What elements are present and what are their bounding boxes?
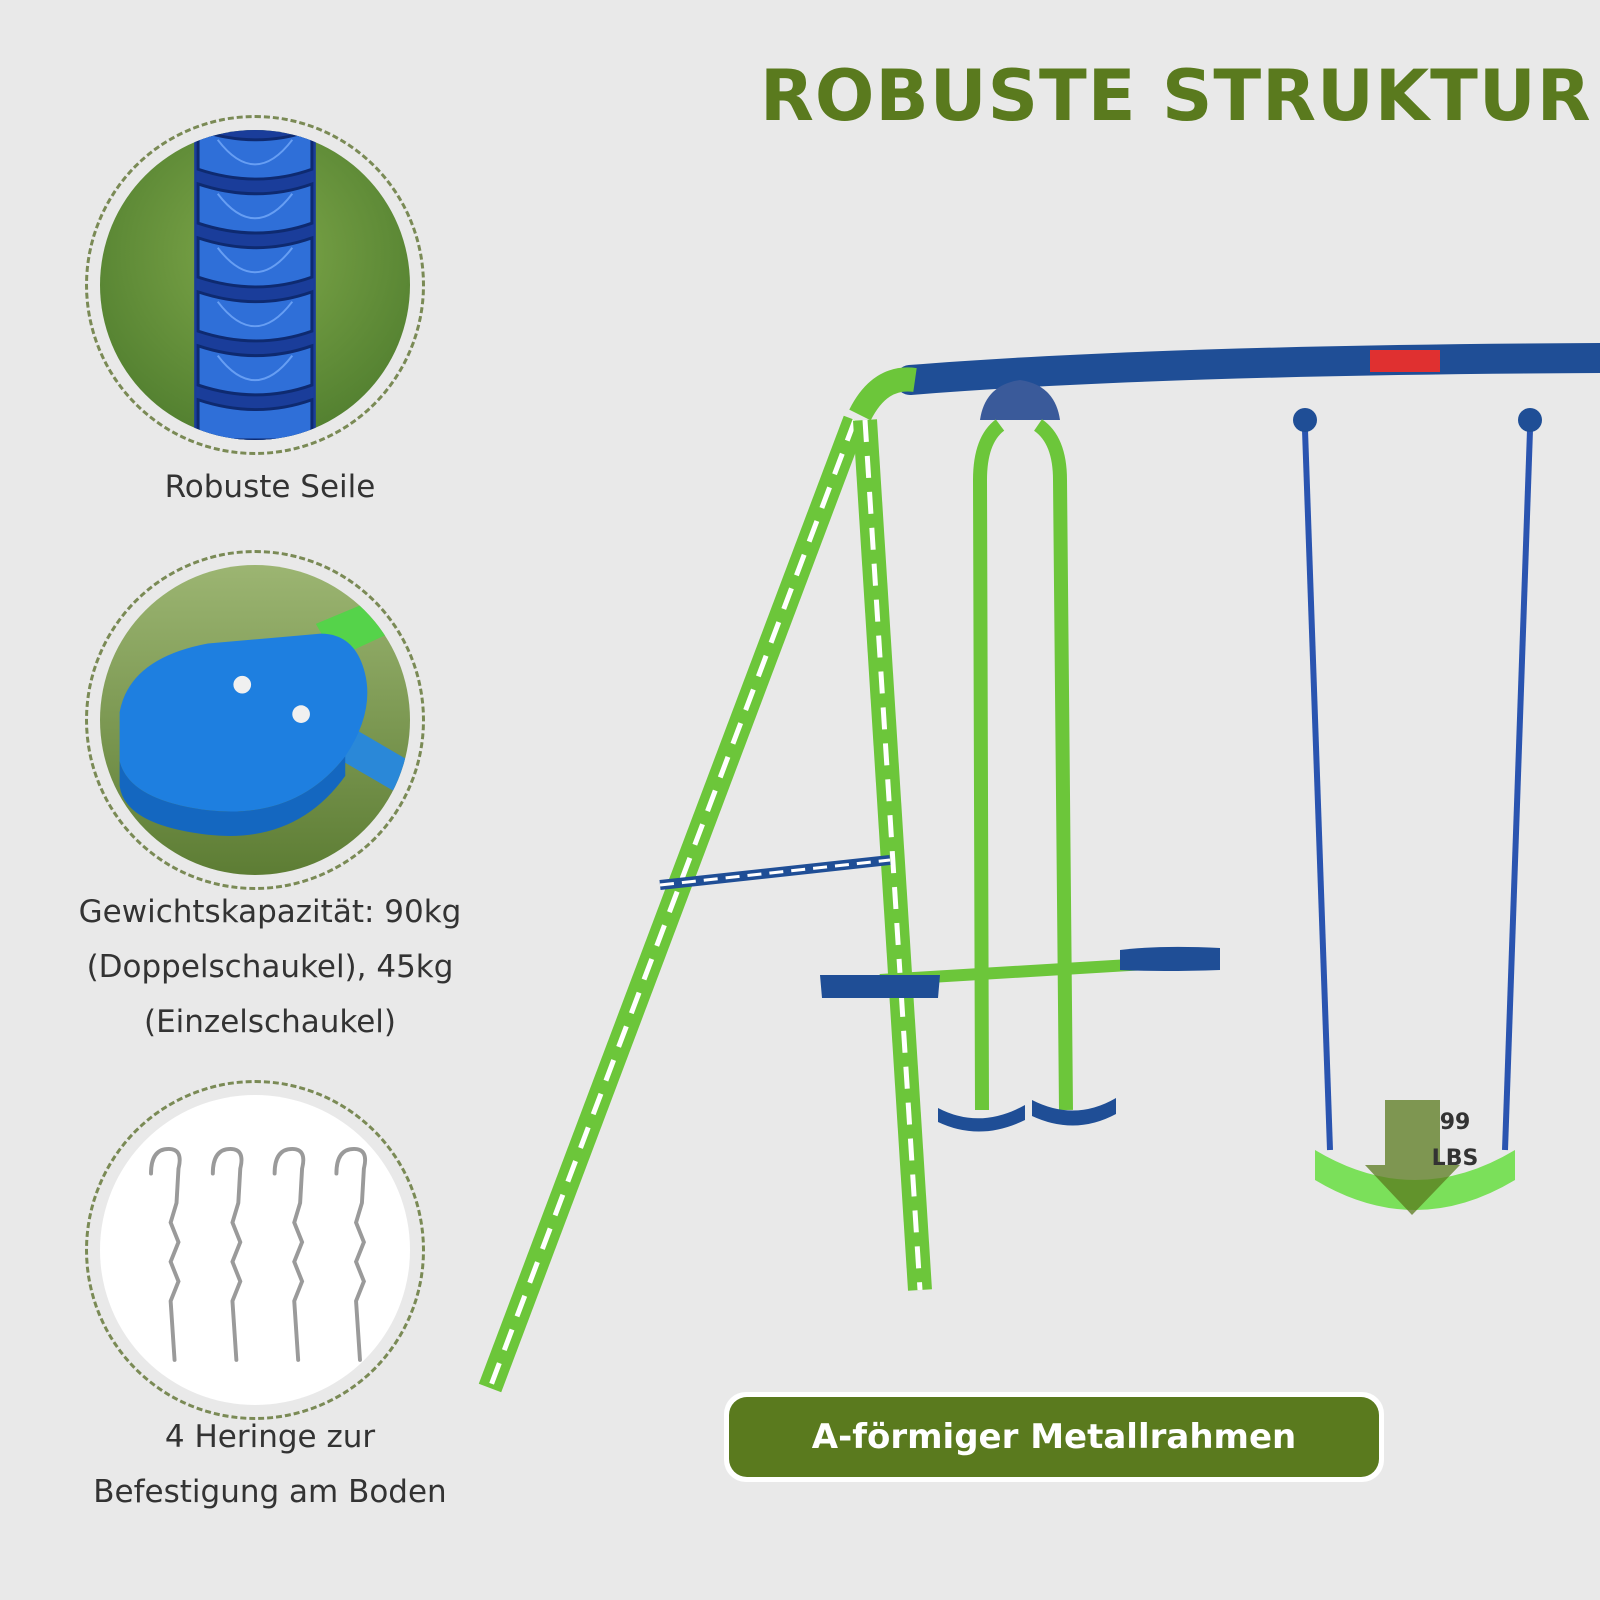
- weight-badge: 99 LBS: [1410, 1105, 1500, 1215]
- feature-stakes-caption: 4 Heringe zur Befestigung am Boden: [70, 1410, 470, 1520]
- glider-arm-left: [972, 419, 1005, 1111]
- glider-seat-left: [820, 975, 940, 998]
- glider-seat-right: [1120, 946, 1220, 971]
- ground-stakes-icon: [100, 1095, 410, 1405]
- weight-arrow-icon: [1365, 1100, 1460, 1215]
- feature-rope-caption: Robuste Seile: [70, 460, 470, 515]
- caption-line: (Doppelschaukel), 45kg: [86, 949, 454, 985]
- frame-type-banner: A-förmiger Metallrahmen: [729, 1397, 1379, 1477]
- swing-set-illustration: [460, 330, 1600, 1410]
- page-title: ROBUSTE STRUKTUR: [760, 55, 1592, 137]
- glider-footrest-right: [1032, 1098, 1116, 1126]
- glider-footrest-left: [938, 1105, 1025, 1132]
- feature-rope-circle: [85, 115, 425, 455]
- caption-line: 4 Heringe zur: [164, 1419, 376, 1455]
- glider-arm-right: [1033, 419, 1073, 1111]
- weight-unit: LBS: [1431, 1146, 1479, 1171]
- feature-stakes-circle: [85, 1080, 425, 1420]
- swing-rope-left: [1302, 429, 1333, 1151]
- feature-seat-caption: Gewichtskapazität: 90kg (Doppelschaukel)…: [70, 885, 470, 1050]
- banner-frame: A-förmiger Metallrahmen: [724, 1392, 1384, 1482]
- swing-seat-icon: [100, 565, 410, 875]
- caption-line: Befestigung am Boden: [93, 1474, 447, 1510]
- swing-rope-right: [1502, 429, 1533, 1151]
- caption-line: Gewichtskapazität: 90kg: [78, 894, 462, 930]
- braided-rope-icon: [100, 130, 410, 440]
- top-beam: [895, 343, 1600, 395]
- frame-elbow: [849, 367, 917, 421]
- weight-value: 99: [1439, 1110, 1471, 1135]
- feature-seat-circle: [85, 550, 425, 890]
- caption-line: Robuste Seile: [164, 469, 376, 505]
- caption-line: (Einzelschaukel): [143, 1004, 396, 1040]
